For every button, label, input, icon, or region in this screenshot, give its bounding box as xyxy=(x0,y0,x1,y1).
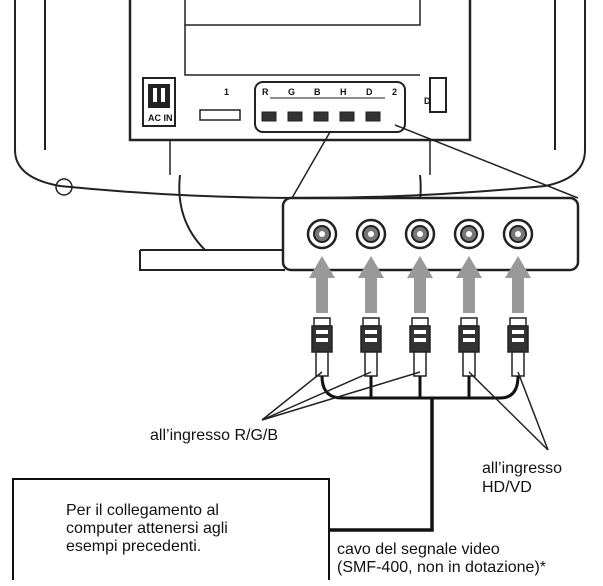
ac-in-label: AC IN xyxy=(148,113,173,123)
bnc-jack-b xyxy=(404,218,436,250)
input1-marking: 1 xyxy=(224,87,230,97)
bnc-jack-v xyxy=(502,218,534,250)
leader-lines xyxy=(261,371,549,451)
zoom-lines xyxy=(291,124,579,199)
hdvd-input-label-line1: all’ingresso xyxy=(482,460,563,477)
bnc-plug-v xyxy=(507,317,529,377)
arrow-b xyxy=(407,256,433,313)
bnc-plug-b xyxy=(409,317,431,377)
enlarged-panel xyxy=(281,196,580,272)
input-panel xyxy=(199,77,447,133)
bnc-plug-g xyxy=(360,317,382,377)
bnc-jack-g xyxy=(355,218,387,250)
insertion-arrows xyxy=(309,256,531,313)
bnc-plug-h xyxy=(458,317,480,377)
arrow-h xyxy=(456,256,482,313)
h-marking: H xyxy=(340,87,347,97)
arrow-v xyxy=(505,256,531,313)
monitor-rear xyxy=(14,0,586,199)
note-box: Per il collegamento al computer atteners… xyxy=(12,478,330,580)
cable-label-line1: cavo del segnale video xyxy=(337,541,500,558)
d-marking: D xyxy=(424,96,431,106)
bnc-jack-h xyxy=(453,218,485,250)
rgb-input-label: all’ingresso R/G/B xyxy=(150,427,279,444)
bnc-plug-r xyxy=(311,317,333,377)
r-marking: R xyxy=(262,87,269,97)
input2-marking: 2 xyxy=(392,87,398,97)
ac-in-socket xyxy=(142,77,176,127)
cable-label-line2: (SMF-400, non in dotazione)* xyxy=(337,559,546,576)
video-cable xyxy=(320,375,520,532)
arrow-r xyxy=(309,256,335,313)
v-marking: D xyxy=(366,87,373,97)
bnc-jack-r xyxy=(306,218,338,250)
g-marking: G xyxy=(288,87,296,97)
note-text: Per il collegamento al computer atteners… xyxy=(66,502,228,555)
b-marking: B xyxy=(314,87,321,97)
bnc-plugs xyxy=(311,317,529,377)
hdvd-input-label-line2: HD/VD xyxy=(482,479,532,496)
arrow-g xyxy=(358,256,384,313)
